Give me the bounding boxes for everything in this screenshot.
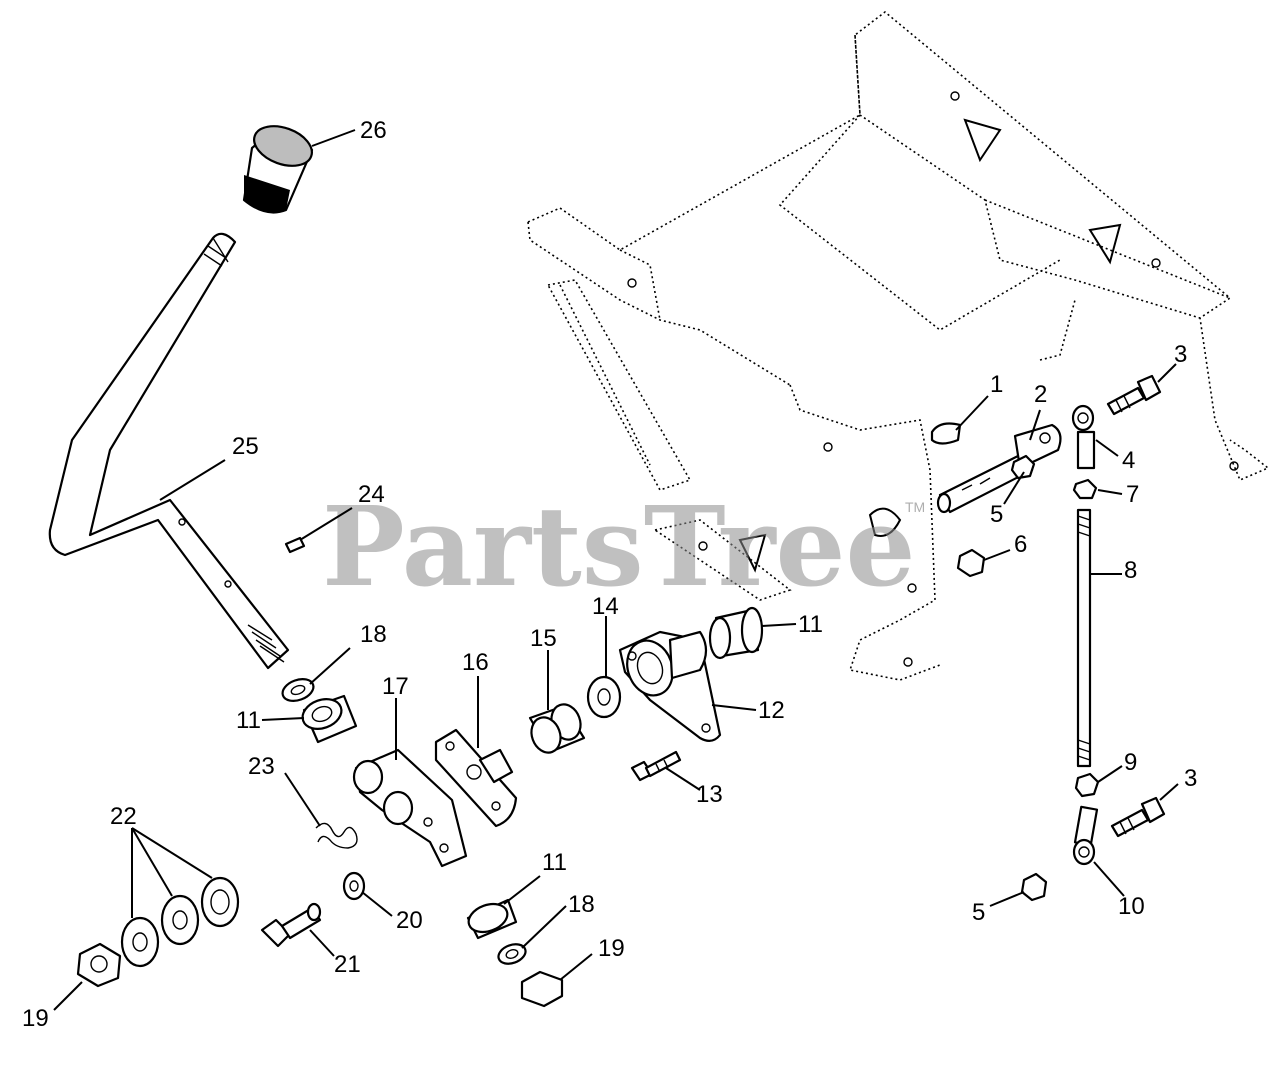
callout-11-left: 11 xyxy=(236,707,261,734)
part-7-jam-nut[interactable] xyxy=(1072,478,1098,500)
callout-10: 10 xyxy=(1118,893,1145,920)
callout-16: 16 xyxy=(462,649,489,676)
leader-lines xyxy=(53,129,1179,1011)
part-18-washer-upper[interactable] xyxy=(280,675,317,705)
part-1-key[interactable] xyxy=(930,422,962,445)
part-4-ball-joint[interactable] xyxy=(1071,404,1096,470)
part-10-ball-joint[interactable] xyxy=(1072,805,1099,866)
callout-2: 2 xyxy=(1034,381,1047,408)
chassis-frame xyxy=(527,10,1270,681)
callout-19-lower: 19 xyxy=(598,935,625,962)
watermark-trademark: TM xyxy=(905,499,925,515)
part-17-bracket[interactable] xyxy=(352,748,468,868)
part-19-locknut-lower[interactable] xyxy=(520,970,564,1008)
callout-11-lower: 11 xyxy=(542,849,567,876)
callout-15: 15 xyxy=(530,625,557,652)
part-18-washer-lower[interactable] xyxy=(496,941,528,967)
callout-3-lower: 3 xyxy=(1184,765,1197,792)
callout-23: 23 xyxy=(248,753,275,780)
callout-26: 26 xyxy=(360,117,387,144)
part-19-locknut-left[interactable] xyxy=(76,942,122,988)
callout-3-upper: 3 xyxy=(1174,341,1187,368)
part-26-knob[interactable] xyxy=(242,119,317,214)
callout-5-lower: 5 xyxy=(972,899,985,926)
callout-11-upper: 11 xyxy=(798,611,823,638)
callout-12: 12 xyxy=(758,697,785,724)
callout-25: 25 xyxy=(232,433,259,460)
callout-14: 14 xyxy=(592,593,619,620)
watermark-text: PartsTree xyxy=(322,482,916,611)
part-13-bolt[interactable] xyxy=(630,750,682,782)
part-6-nut[interactable] xyxy=(956,548,986,578)
callout-18-lower: 18 xyxy=(568,891,595,918)
part-22-washers[interactable] xyxy=(120,876,240,968)
part-25-shift-lever[interactable] xyxy=(48,232,290,670)
callout-17: 17 xyxy=(382,673,409,700)
part-11-bushing-lower[interactable] xyxy=(465,898,518,940)
callout-6: 6 xyxy=(1014,531,1027,558)
part-9-jam-nut[interactable] xyxy=(1074,772,1100,798)
part-3-bolt-lower[interactable] xyxy=(1110,796,1166,838)
part-11-bushing-left[interactable] xyxy=(298,694,358,744)
callout-24: 24 xyxy=(358,481,385,508)
part-11-bushing-upper[interactable] xyxy=(708,606,764,660)
callout-9: 9 xyxy=(1124,749,1137,776)
part-24-pin[interactable] xyxy=(284,536,306,554)
callout-18-upper: 18 xyxy=(360,621,387,648)
part-14-washer[interactable] xyxy=(586,675,622,719)
callout-13: 13 xyxy=(696,781,723,808)
callouts: 26 25 24 1 2 3 4 5 7 6 8 9 3 10 5 11 12 … xyxy=(22,117,1197,1032)
callout-5-upper: 5 xyxy=(990,501,1003,528)
part-20-washer[interactable] xyxy=(342,871,366,901)
part-8-rod[interactable] xyxy=(1076,508,1092,768)
callout-20: 20 xyxy=(396,907,423,934)
part-21-bolt[interactable] xyxy=(260,902,322,948)
part-12-arm[interactable] xyxy=(618,630,722,742)
part-15-spacer[interactable] xyxy=(527,700,586,756)
part-16-plate[interactable] xyxy=(434,728,518,828)
callout-8: 8 xyxy=(1124,557,1137,584)
callout-4: 4 xyxy=(1122,447,1135,474)
part-5-nut-upper[interactable] xyxy=(1010,454,1036,480)
part-23-spring[interactable] xyxy=(315,822,358,849)
callout-22: 22 xyxy=(110,803,137,830)
callout-21: 21 xyxy=(334,951,361,978)
callout-19-left: 19 xyxy=(22,1005,49,1032)
callout-1: 1 xyxy=(990,371,1003,398)
part-5-nut-lower[interactable] xyxy=(1020,872,1048,902)
callout-7: 7 xyxy=(1126,481,1139,508)
part-3-bolt-upper[interactable] xyxy=(1106,374,1162,416)
watermark: PartsTree TM xyxy=(322,482,925,611)
